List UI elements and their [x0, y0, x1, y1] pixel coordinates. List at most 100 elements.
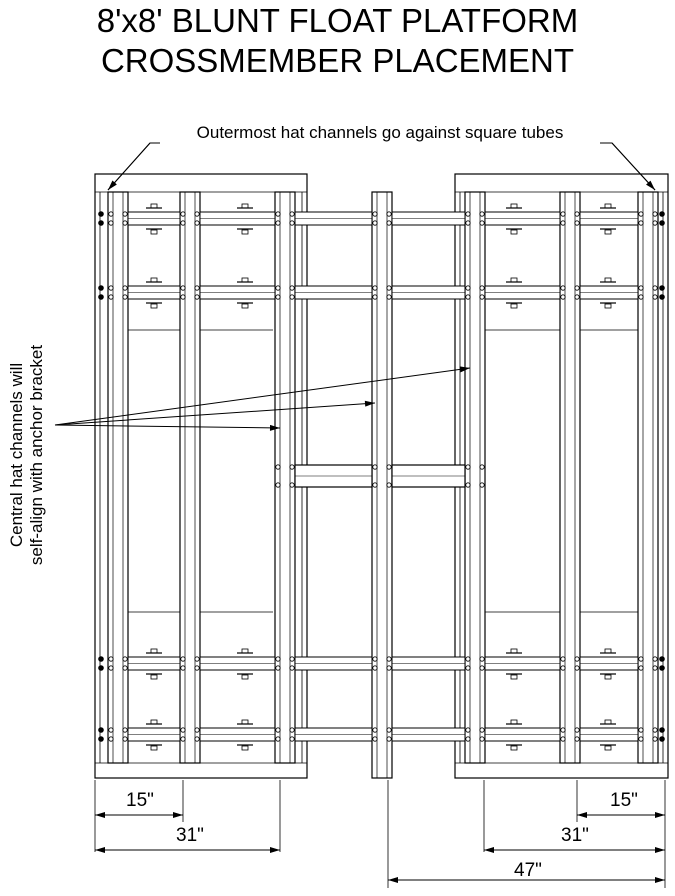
anchor-bracket — [150, 648, 158, 654]
bolt — [386, 220, 392, 226]
bolt — [560, 736, 566, 742]
bolt — [479, 211, 485, 217]
bolt — [289, 656, 295, 662]
bolt — [98, 656, 104, 662]
hat-channel-vertical — [637, 191, 659, 764]
bolt — [659, 665, 665, 671]
bolt — [638, 220, 644, 226]
bolt — [479, 220, 485, 226]
anchor-bracket — [604, 648, 612, 654]
bolt — [560, 665, 566, 671]
anchor-bracket — [604, 203, 612, 209]
hat-channel-vertical — [107, 191, 129, 764]
title-line-2: CROSSMEMBER PLACEMENT — [100, 42, 575, 79]
bolt — [289, 482, 295, 488]
bolt — [652, 220, 658, 226]
anchor-bracket — [150, 745, 158, 751]
anchor-bracket — [604, 303, 612, 309]
bolt — [574, 220, 580, 226]
outermost-note: Outermost hat channels go against square… — [197, 123, 564, 142]
bolt — [108, 285, 114, 291]
anchor-bracket — [510, 745, 518, 751]
bolt — [560, 727, 566, 733]
bolt — [638, 294, 644, 300]
anchor-bracket — [510, 648, 518, 654]
anchor-bracket — [604, 719, 612, 725]
platform-structure — [94, 173, 669, 779]
bolt — [289, 464, 295, 470]
bolt — [180, 285, 186, 291]
bolt — [652, 285, 658, 291]
bolt — [638, 665, 644, 671]
central-note-line-2: self-align with anchor bracket — [27, 345, 46, 565]
bolt — [560, 656, 566, 662]
anchor-bracket — [241, 648, 249, 654]
bolt — [638, 727, 644, 733]
leader-left-arrow — [107, 142, 151, 191]
anchor-bracket — [604, 277, 612, 283]
bolt — [372, 665, 378, 671]
anchor-bracket — [604, 229, 612, 235]
bolt — [659, 727, 665, 733]
anchor-bracket — [510, 719, 518, 725]
leader-right — [600, 142, 656, 191]
dim-right-31: 31" — [561, 825, 589, 846]
hat-channel-vertical — [371, 191, 393, 779]
anchor-bracket — [510, 303, 518, 309]
bolt — [194, 211, 200, 217]
anchor-bracket — [150, 303, 158, 309]
title-line-1: 8'x8' BLUNT FLOAT PLATFORM — [96, 2, 579, 39]
dimension-lines — [94, 780, 666, 888]
bolt — [98, 285, 104, 291]
bolt — [180, 656, 186, 662]
bolt — [180, 665, 186, 671]
bolt — [194, 665, 200, 671]
bolt — [479, 285, 485, 291]
anchor-bracket — [604, 674, 612, 680]
bolt — [652, 665, 658, 671]
hat-channel-vertical — [559, 191, 581, 764]
leader-central — [54, 424, 281, 431]
anchor-bracket — [150, 277, 158, 283]
anchor-bracket — [241, 745, 249, 751]
bolt — [465, 736, 471, 742]
bolt — [275, 294, 281, 300]
bolt — [180, 220, 186, 226]
bolt — [638, 736, 644, 742]
bolt — [289, 665, 295, 671]
bolt — [465, 482, 471, 488]
dim-left-31: 31" — [176, 825, 204, 846]
bolt — [194, 727, 200, 733]
bolt — [659, 736, 665, 742]
bolt — [275, 220, 281, 226]
central-note: Central hat channels will self-align wit… — [7, 345, 46, 565]
bolt — [479, 727, 485, 733]
bolt — [194, 220, 200, 226]
bolt — [108, 220, 114, 226]
bolt — [560, 285, 566, 291]
bolt — [180, 294, 186, 300]
bolt — [560, 220, 566, 226]
bolt — [275, 656, 281, 662]
bolt — [659, 656, 665, 662]
bolt — [180, 727, 186, 733]
bolt — [289, 285, 295, 291]
bolt — [386, 727, 392, 733]
bolt — [386, 294, 392, 300]
bolt — [465, 294, 471, 300]
hat-channel-vertical — [464, 191, 486, 764]
bolt — [652, 727, 658, 733]
bolt — [386, 482, 392, 488]
bolt — [386, 464, 392, 470]
bolt — [386, 665, 392, 671]
leader-central — [54, 400, 376, 426]
bolt — [108, 656, 114, 662]
bolt — [465, 656, 471, 662]
bolt — [194, 294, 200, 300]
bolt — [289, 211, 295, 217]
bolt — [122, 294, 128, 300]
bolt — [659, 294, 665, 300]
bolt — [386, 656, 392, 662]
leader-left — [107, 142, 160, 191]
anchor-bracket — [241, 229, 249, 235]
